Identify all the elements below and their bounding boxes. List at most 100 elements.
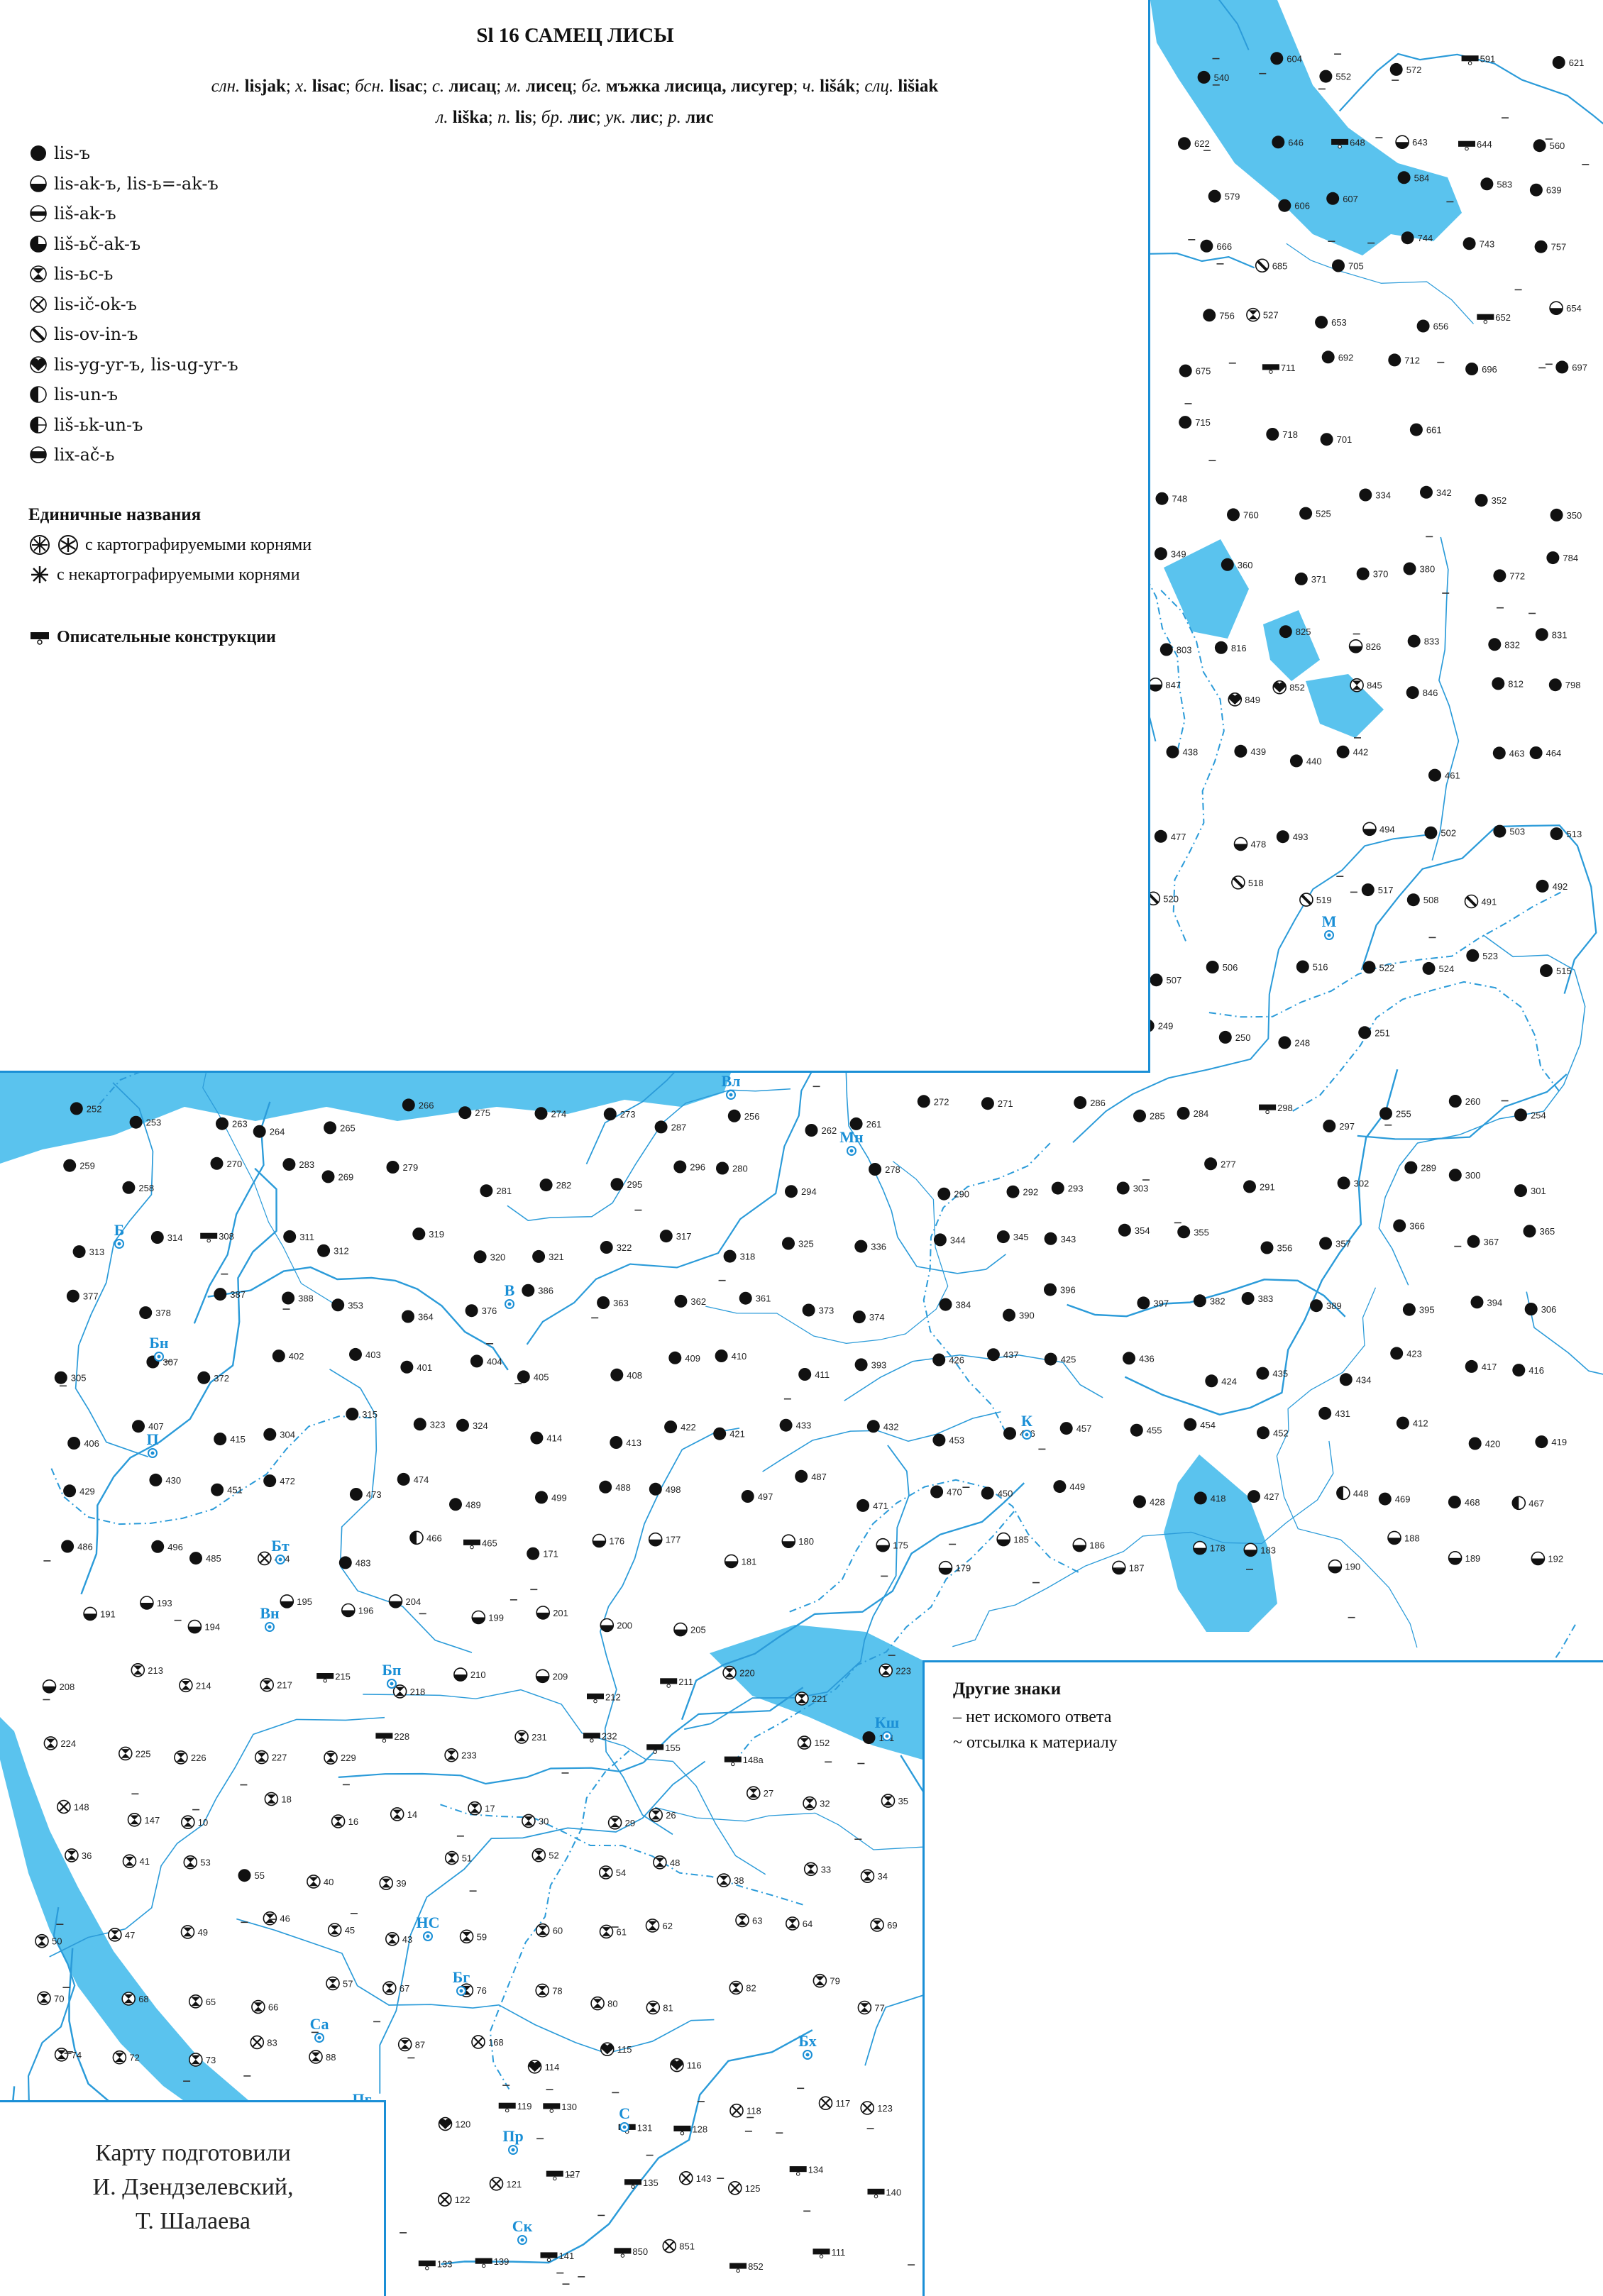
dialect-form: lisjak: [244, 77, 286, 96]
dialect-point-slash: 491: [1464, 894, 1497, 909]
legend-label: lix-ač-ь: [54, 445, 115, 465]
dialect-point-hourglass: 27: [747, 1786, 773, 1800]
dialect-point-full: 393: [854, 1358, 886, 1371]
other-signs-heading: Другие знаки: [953, 1679, 1062, 1699]
dialect-point-full: 743: [1462, 237, 1494, 250]
dialect-point-half-bottom: 654: [1549, 301, 1582, 316]
point-number: 409: [685, 1353, 700, 1364]
dialect-point-hourglass: 26: [649, 1808, 676, 1822]
dialect-point-full: 397: [1137, 1296, 1169, 1310]
point-number: 483: [356, 1557, 371, 1568]
dialect-point-hourglass: 214: [179, 1678, 211, 1693]
point-number: 784: [1563, 553, 1578, 563]
point-number: 275: [475, 1108, 490, 1118]
point-number: 493: [1293, 832, 1309, 842]
point-number: 355: [1194, 1227, 1209, 1237]
point-number: 128: [692, 2124, 707, 2134]
dialect-point-full: 524: [1422, 961, 1454, 975]
dialect-point-full: 440: [1289, 754, 1322, 768]
point-number: 256: [744, 1111, 760, 1122]
point-number: 485: [206, 1553, 221, 1564]
dialect-point-descr: 119: [498, 2101, 531, 2113]
point-number: 221: [812, 1694, 827, 1704]
point-number: 317: [676, 1231, 692, 1242]
dialect-point-full: 354: [1118, 1223, 1150, 1237]
city-label: Мн: [839, 1128, 864, 1146]
credits-text: Карту подготовили И. Дзендзелевский, Т. …: [0, 2136, 386, 2239]
dialect-point-full: 515: [1540, 964, 1572, 977]
point-number: 215: [335, 1672, 351, 1682]
dialect-point-descr: 155: [646, 1743, 681, 1754]
dialect-point-full: 324: [456, 1418, 488, 1432]
city-marker: М: [1322, 912, 1337, 940]
point-number: 488: [615, 1482, 631, 1493]
point-number: 437: [1003, 1350, 1019, 1360]
dialect-point-hourglass: 33: [803, 1862, 831, 1877]
point-number: 380: [1420, 564, 1436, 575]
point-number: 220: [739, 1668, 755, 1679]
point-number: 313: [89, 1247, 105, 1257]
dialect-point-full: 517: [1361, 883, 1394, 897]
dialect-point-full: 295: [610, 1178, 642, 1191]
dialect-point-half-bottom: 205: [673, 1622, 706, 1637]
dialect-point-hourglass: 66: [251, 1999, 278, 2014]
single-names-mapped-label: с картографируемыми корнями: [85, 535, 312, 554]
dialect-point-full: 334: [1359, 488, 1391, 502]
dialect-point-hourglass: 18: [264, 1792, 292, 1806]
point-number: 178: [1210, 1543, 1225, 1554]
river: [363, 1689, 766, 1875]
point-number: 503: [1509, 827, 1525, 837]
dialect-point-full: 497: [741, 1490, 773, 1503]
point-number: 254: [1531, 1110, 1546, 1120]
dialect-point-full: 606: [1278, 199, 1310, 212]
point-number: 457: [1076, 1423, 1092, 1434]
legend-hourglass-icon: [30, 265, 47, 283]
point-number: 426: [949, 1355, 964, 1366]
dialect-point-hourglass: 88: [309, 2050, 336, 2064]
point-number: 140: [886, 2187, 902, 2197]
dialect-point-full: 290: [937, 1187, 969, 1201]
legend-quarter-icon: [30, 235, 47, 253]
dialect-point-full: 343: [1044, 1232, 1076, 1245]
point-number: 435: [1272, 1369, 1288, 1379]
dialect-point-full: 317: [659, 1230, 692, 1243]
dialect-point-half-left: 448: [1336, 1486, 1369, 1501]
point-number: 356: [1277, 1243, 1293, 1254]
city-label: НС: [417, 1914, 440, 1931]
dialect-point-full: 560: [1533, 139, 1565, 153]
city-marker: Пр: [502, 2127, 524, 2155]
river: [952, 1440, 1334, 1648]
dialect-point-xcross: 851: [662, 2239, 695, 2253]
point-number: 183: [1260, 1545, 1276, 1555]
city-marker: Ск: [512, 2217, 533, 2245]
dialect-point-hourglass: 45: [327, 1923, 355, 1937]
river: [1124, 1069, 1399, 1416]
dialect-point-full: 261: [849, 1117, 881, 1130]
dialect-point-full: 408: [610, 1368, 642, 1381]
dialect-point-half-bottom: 204: [388, 1594, 421, 1608]
dialect-point-full: 604: [1270, 52, 1302, 65]
point-number: 374: [869, 1312, 885, 1323]
river: [80, 1167, 277, 1595]
point-number: 120: [456, 2119, 471, 2130]
dialect-point-descr: 134: [789, 2165, 823, 2176]
dialect-point-half-bottom: 191: [83, 1606, 116, 1621]
dialect-point-half-bottom: 190: [1328, 1559, 1360, 1574]
dialect-point-hourglass: 54: [598, 1865, 626, 1880]
dialect-point-full: 365: [1523, 1225, 1555, 1238]
point-number: 404: [487, 1356, 502, 1367]
dialect-point-hourglass: 67: [382, 1981, 409, 1995]
dialect-point-full: 473: [349, 1488, 382, 1501]
single-names-unmapped-label: с некартографируемыми корнями: [57, 565, 300, 584]
dialect-point-full: 825: [1279, 625, 1311, 639]
point-number: 489: [466, 1499, 481, 1510]
point-number: 53: [200, 1858, 210, 1868]
point-number: 367: [1484, 1237, 1499, 1247]
dialect-point-full: 436: [1123, 1352, 1155, 1365]
dialect-point-hourglass: 223: [878, 1663, 911, 1678]
point-number: 661: [1426, 425, 1442, 436]
dialect-point-full: 303: [1116, 1181, 1148, 1195]
point-number: 320: [490, 1252, 506, 1262]
point-number: 390: [1019, 1310, 1035, 1321]
dialect-point-half-bottom: 177: [648, 1532, 681, 1547]
